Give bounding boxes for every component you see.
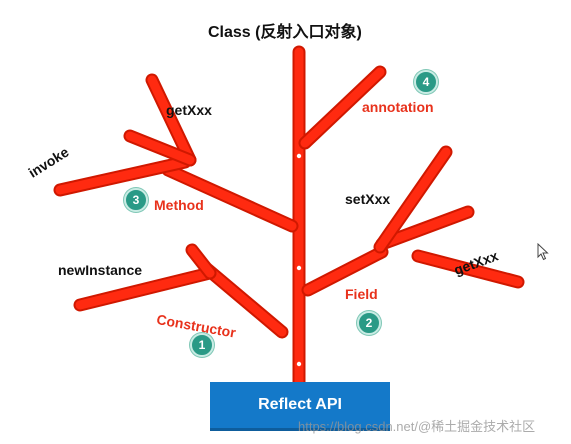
branch-field: [301, 145, 525, 297]
step-badge-3: 3: [124, 188, 148, 212]
label-getxxx-method: getXxx: [166, 102, 212, 118]
reflect-api-base: Reflect API: [210, 382, 390, 431]
label-newinstance: newInstance: [58, 262, 143, 278]
mouse-pointer-icon: [537, 243, 549, 261]
branch-annotation: [298, 65, 387, 150]
label-annotation: annotation: [362, 99, 434, 115]
trunk: [292, 45, 306, 392]
diagram-title: Class (反射入口对象): [208, 24, 362, 41]
step-badge-4: 4: [414, 70, 438, 94]
branch-method: [53, 73, 299, 233]
reflect-api-label: Reflect API: [258, 396, 342, 413]
label-setxxx: setXxx: [345, 191, 391, 207]
watermark-text: https://blog.csdn.net/@稀土掘金技术社区: [298, 419, 536, 434]
branch-constructor: [73, 243, 289, 339]
label-method: Method: [154, 197, 204, 213]
step-badge-1: 1: [190, 333, 214, 357]
label-field: Field: [345, 286, 378, 302]
step-badge-2: 2: [357, 311, 381, 335]
